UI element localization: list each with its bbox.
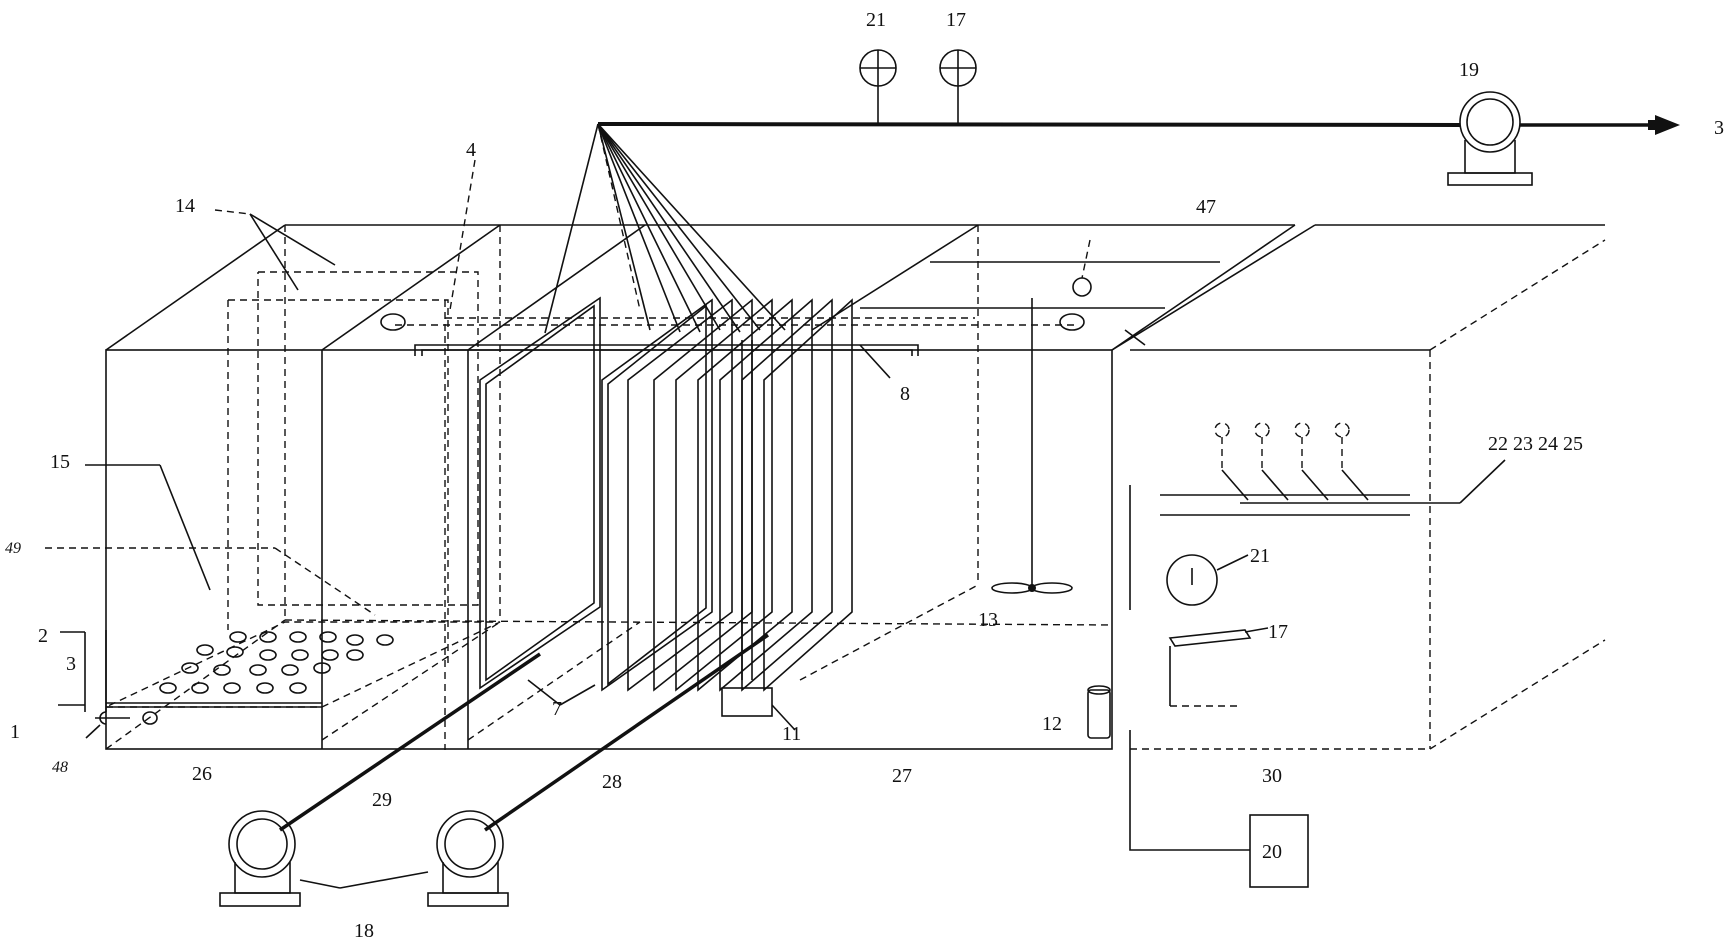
weight-block	[721, 687, 773, 717]
controller-box	[1129, 730, 1309, 888]
label-47: 47	[1196, 196, 1216, 218]
stirrer	[991, 298, 1073, 594]
label-3-outlet: 3	[1714, 117, 1724, 139]
label-14: 14	[175, 195, 195, 217]
probe-12	[1087, 685, 1111, 739]
leader-lines	[45, 159, 1146, 889]
label-22-25: 22 23 24 25	[1488, 433, 1583, 455]
centrifugal-pump-icon	[427, 810, 509, 907]
label-12: 12	[1042, 713, 1062, 735]
label-21-top: 21	[866, 9, 886, 31]
feed-pipe-28	[484, 633, 769, 832]
reactor-tank	[105, 224, 1296, 750]
label-21-side: 21	[1250, 545, 1270, 567]
gauge-icon	[859, 49, 897, 124]
gauge-icon	[1166, 554, 1218, 606]
inlet-pipe	[95, 630, 130, 725]
labels: 21 17 19 3 4 14 47 8 22 23 24 25 15 49 2…	[5, 9, 1724, 942]
label-20: 20	[1262, 841, 1282, 863]
label-13: 13	[978, 609, 998, 631]
label-4: 4	[466, 139, 476, 161]
label-29: 29	[372, 789, 392, 811]
label-48: 48	[52, 759, 68, 776]
label-17-side: 17	[1268, 621, 1288, 643]
label-1: 1	[10, 721, 20, 743]
label-27: 27	[892, 765, 912, 787]
label-28: 28	[602, 771, 622, 793]
label-3: 3	[66, 653, 76, 675]
label-11: 11	[782, 723, 801, 745]
label-30: 30	[1262, 765, 1282, 787]
sensor-47	[1072, 277, 1092, 297]
perforated-plate	[105, 621, 501, 725]
electrode-plates	[479, 296, 853, 692]
label-19: 19	[1459, 59, 1479, 81]
gas-manifold	[597, 115, 1680, 135]
label-17-top: 17	[946, 9, 966, 31]
gauge-icon	[939, 49, 977, 124]
label-8: 8	[900, 383, 910, 405]
label-2: 2	[38, 625, 48, 647]
label-15: 15	[50, 451, 70, 473]
label-49: 49	[5, 540, 21, 557]
feed-pipe-29	[279, 652, 541, 832]
label-18: 18	[354, 920, 374, 942]
electrode-leads	[544, 123, 786, 334]
centrifugal-pump-icon	[219, 810, 301, 907]
arrow-right-icon	[1655, 115, 1680, 135]
centrifugal-pump-icon	[1447, 91, 1533, 186]
label-7: 7	[552, 698, 562, 720]
label-26: 26	[192, 763, 212, 785]
control-cabinet	[1111, 224, 1606, 750]
